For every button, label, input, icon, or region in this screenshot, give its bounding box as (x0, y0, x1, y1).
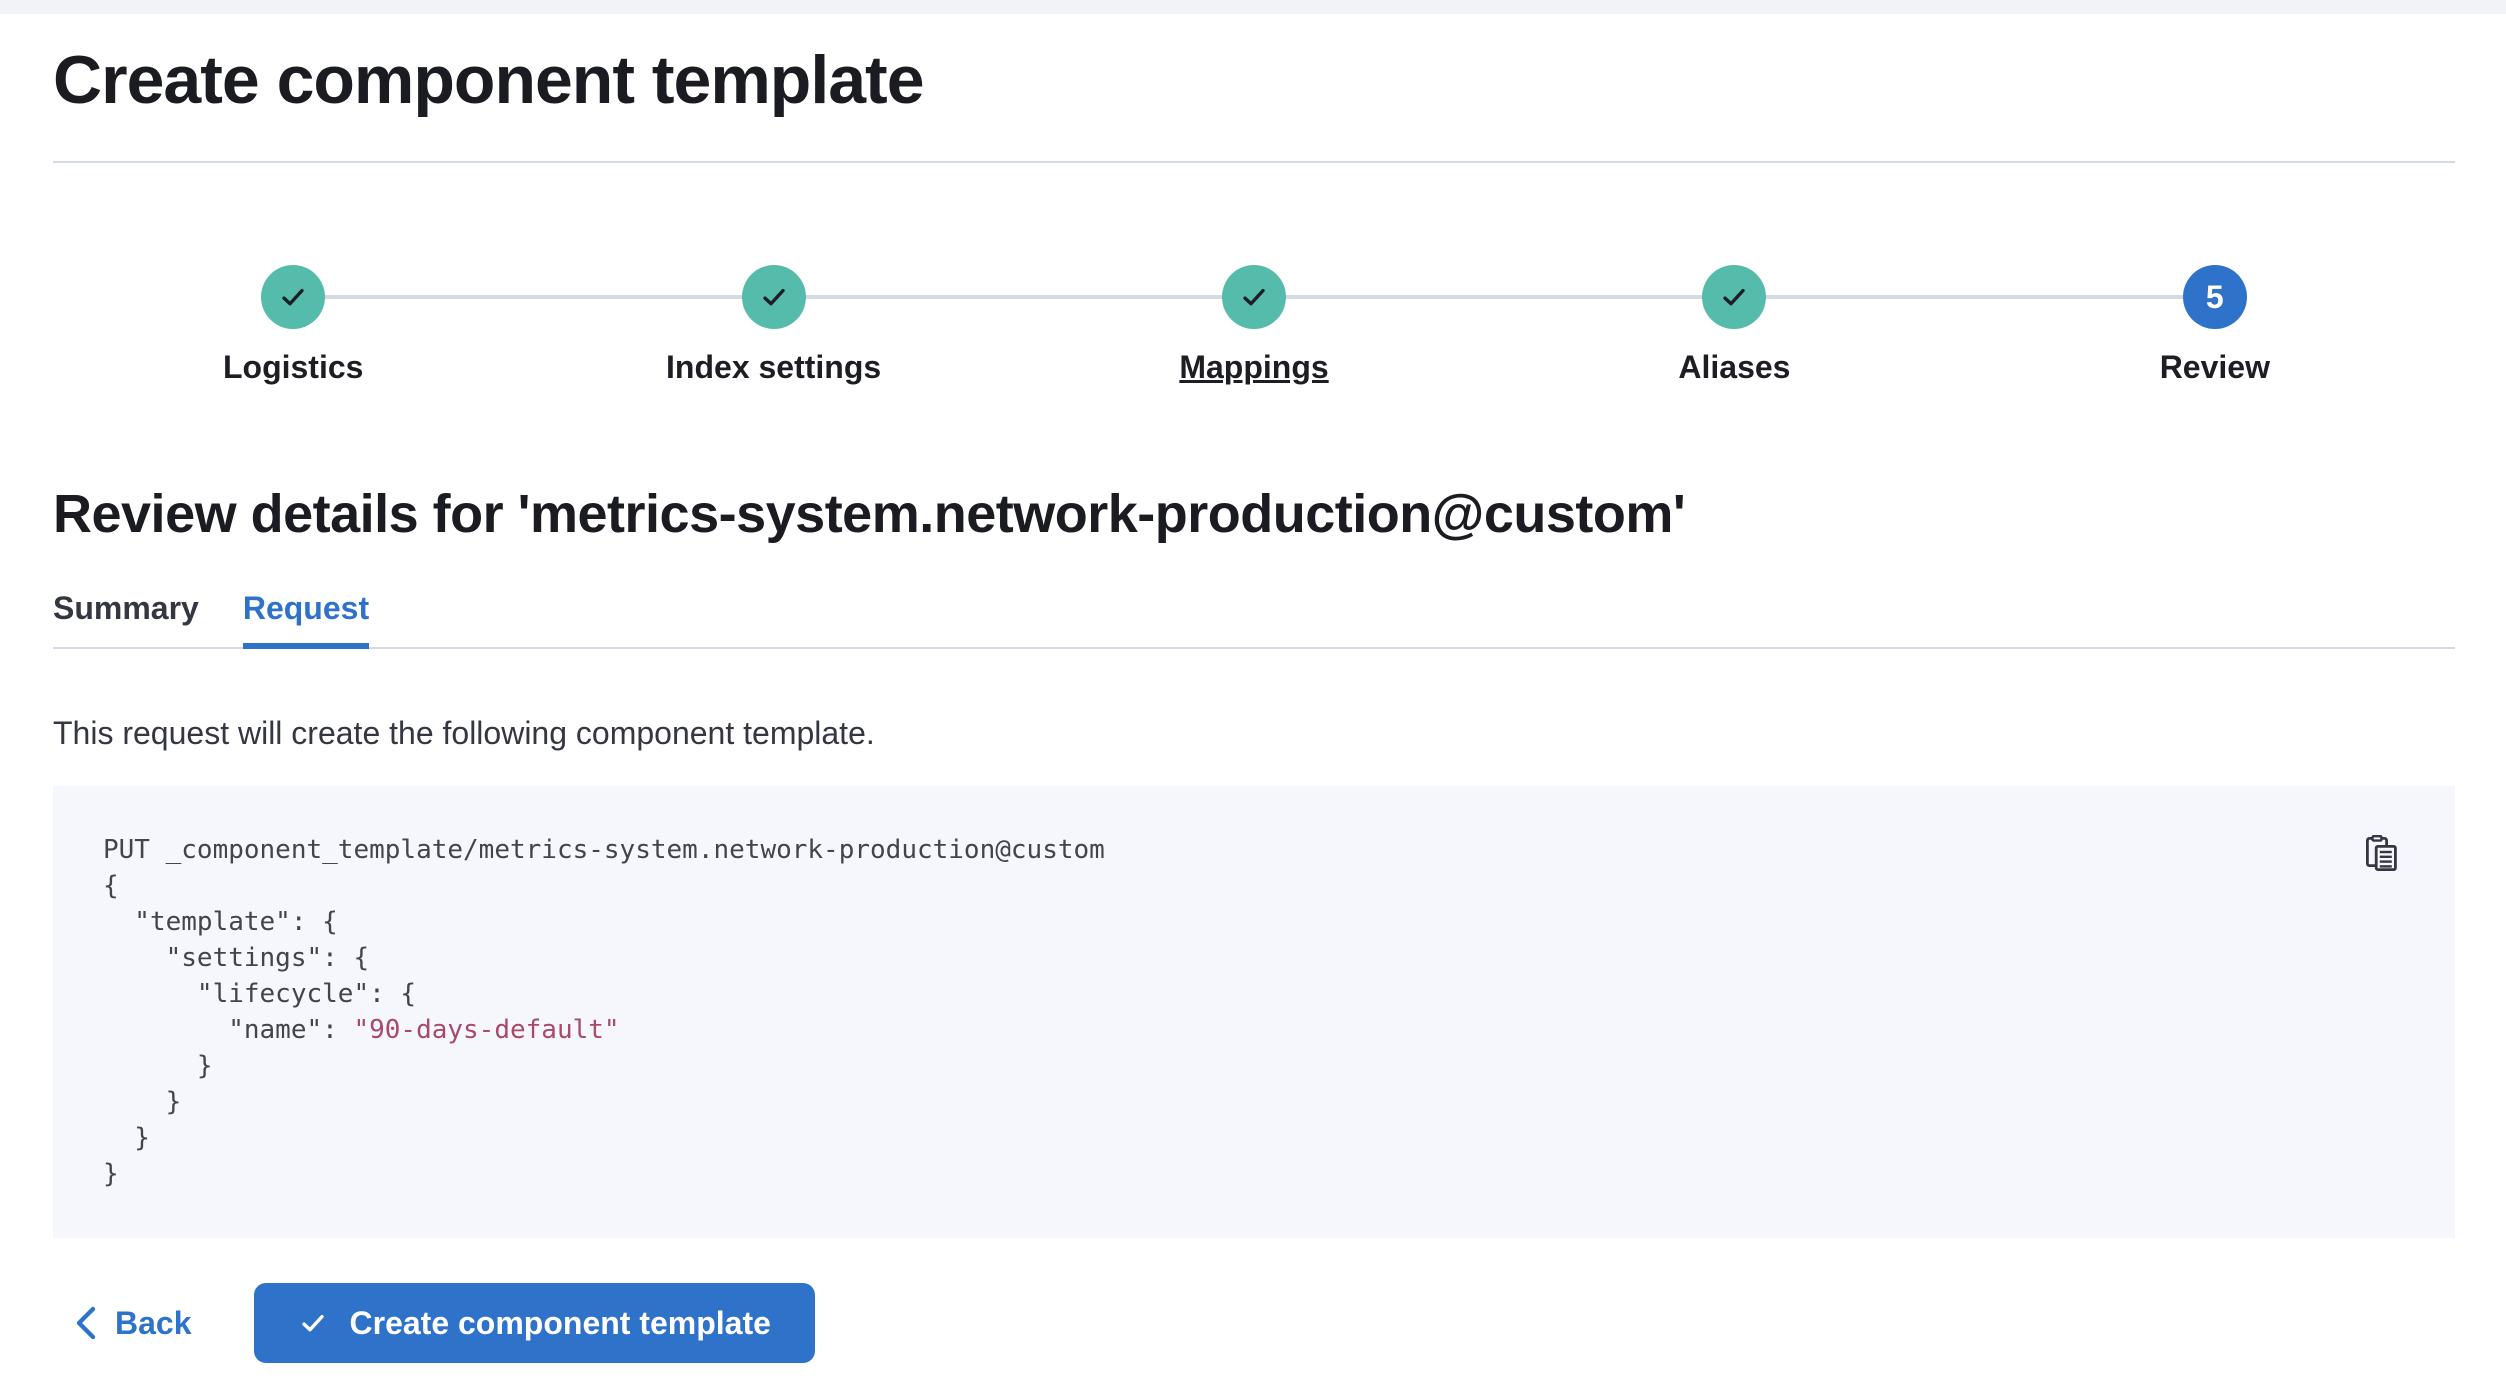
check-icon (1243, 288, 1265, 306)
step-logistics[interactable]: Logistics (53, 265, 533, 386)
check-icon (1723, 288, 1746, 306)
step-label-mappings: Mappings (1179, 349, 1329, 385)
step-complete-badge (261, 265, 326, 329)
code-line: "name": "90-days-default" (103, 1015, 620, 1045)
step-aliases[interactable]: Aliases (1494, 265, 1974, 386)
page-title: Create component template (53, 42, 925, 118)
code-line: } (103, 1051, 213, 1081)
tab-bar: Summary Request (53, 590, 2455, 649)
step-mappings[interactable]: Mappings (1014, 265, 1494, 386)
code-line: "settings": { (103, 943, 370, 973)
step-number: 5 (2205, 278, 2224, 315)
step-number-badge: 5 (2182, 265, 2247, 329)
back-button-label: Back (115, 1304, 192, 1341)
tab-request[interactable]: Request (242, 590, 370, 649)
step-complete-badge (1702, 265, 1767, 329)
step-label-logistics: Logistics (222, 349, 364, 385)
request-code-block: PUT _component_template/metrics-system.n… (53, 786, 2455, 1238)
code-line: } (103, 1159, 119, 1189)
step-label-review: Review (2159, 349, 2270, 385)
tab-summary[interactable]: Summary (53, 590, 199, 626)
check-icon (282, 288, 304, 306)
step-complete-badge (741, 265, 806, 329)
top-divider-strip (0, 0, 2506, 14)
review-heading: Review details for 'metrics-system.netwo… (53, 484, 1686, 544)
create-button-label: Create component template (349, 1304, 771, 1341)
title-divider (53, 161, 2455, 163)
copy-clipboard-icon (2366, 835, 2397, 872)
page-content: Create component template Logistics Index… (0, 46, 2506, 1363)
code-line: "template": { (103, 907, 338, 937)
code-line: } (103, 1123, 150, 1153)
code-line: "lifecycle": { (103, 979, 417, 1009)
request-description: This request will create the following c… (53, 715, 875, 751)
step-index-settings[interactable]: Index settings (533, 265, 1013, 386)
footer-actions: Back Create component template (53, 1283, 2455, 1363)
request-code: PUT _component_template/metrics-system.n… (103, 832, 2315, 1192)
back-button[interactable]: Back (75, 1305, 192, 1342)
copy-to-clipboard-button[interactable] (2365, 834, 2399, 872)
step-complete-badge (1222, 265, 1287, 329)
create-component-template-button[interactable]: Create component template (253, 1283, 815, 1363)
chevron-left-icon (76, 1306, 96, 1340)
check-icon (301, 1314, 324, 1332)
check-icon (762, 288, 785, 306)
code-line: } (103, 1087, 182, 1117)
code-line: PUT _component_template/metrics-system.n… (103, 835, 1105, 865)
code-line: { (103, 871, 119, 901)
step-label-aliases: Aliases (1678, 349, 1791, 385)
step-label-index-settings: Index settings (666, 349, 882, 385)
